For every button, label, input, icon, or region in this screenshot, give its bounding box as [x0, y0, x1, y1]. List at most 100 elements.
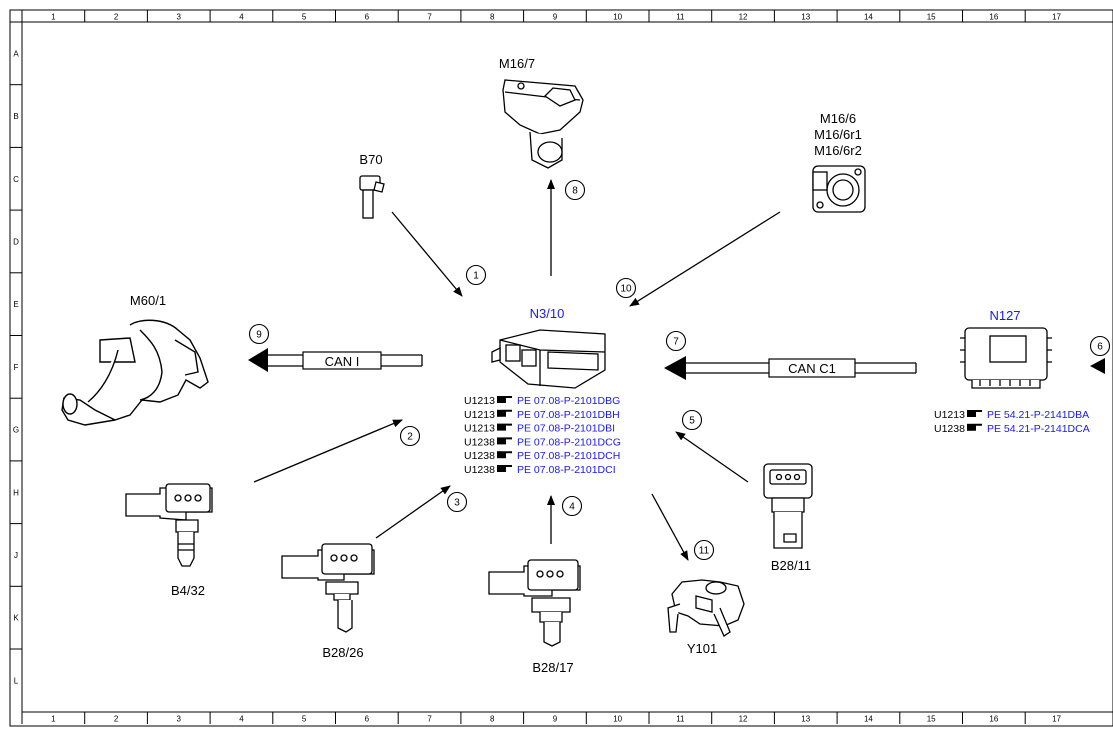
svg-text:11: 11 [699, 546, 710, 557]
turbocharger-icon [61, 319, 209, 426]
grid-column-label: 13 [801, 715, 810, 724]
arrow-number-1: 1 [465, 264, 487, 286]
grid-column-label: 14 [864, 715, 873, 724]
reference-link[interactable]: PE 07.08-P-2101DBG [517, 395, 620, 407]
n127-reference-list: U1213 PE 54.21-P-2141DBA U1238 PE 54.21-P-2… [934, 409, 1090, 435]
label-m16-6r1: M16/6r1 [814, 127, 862, 142]
n3-10-reference-list: U1213 PE 07.08-P-2101DBG U1213 PE 07.08-P-2… [464, 395, 621, 476]
label-b28-26: B28/26 [322, 645, 363, 660]
arrow-number-8: 8 [564, 179, 586, 201]
grid-column-label: 9 [553, 13, 558, 22]
grid-row-label: G [13, 426, 19, 435]
svg-text:2: 2 [407, 432, 413, 443]
grid-column-label: 11 [676, 13, 685, 22]
label-b4-32: B4/32 [171, 583, 205, 598]
reference-link[interactable]: PE 07.08-P-2101DCI [517, 464, 616, 476]
reference-link[interactable]: PE 07.08-P-2101DCG [517, 436, 621, 448]
bus-can-c1: CAN C1 [664, 356, 917, 380]
reference-code: U1213 [934, 409, 965, 421]
bus-label-can-i: CAN I [325, 354, 360, 369]
pointing-hand-icon [497, 465, 512, 472]
grid-column-label: 10 [613, 13, 622, 22]
grid-column-label: 6 [365, 715, 370, 724]
reference-code: U1238 [934, 423, 965, 435]
grid-column-label: 5 [302, 13, 307, 22]
bus-can-i: CAN I [248, 348, 423, 372]
pointing-hand-icon [497, 423, 512, 431]
grid-column-label: 10 [613, 715, 622, 724]
pressure-sensor-b28-17-icon [488, 559, 581, 647]
grid-row-label: L [14, 676, 19, 685]
label-m16-6: M16/6 [820, 111, 856, 126]
grid-column-label: 3 [177, 13, 182, 22]
label-m16-7: M16/7 [499, 56, 535, 71]
arrow-number-6: 6 [1089, 335, 1111, 357]
grid-row-label: B [13, 112, 18, 121]
arrow-11 [651, 493, 689, 561]
bus-label-can-c1: CAN C1 [788, 361, 836, 376]
pressure-sensor-b28-26-icon [281, 543, 375, 633]
svg-text:4: 4 [569, 502, 575, 513]
grid-column-label: 12 [739, 715, 748, 724]
grid-row-label: A [13, 49, 19, 58]
grid-column-label: 16 [989, 715, 998, 724]
signal-arrows [253, 179, 781, 561]
label-m16-6r2: M16/6r2 [814, 143, 862, 158]
svg-text:1: 1 [473, 271, 479, 282]
label-n127[interactable]: N127 [989, 308, 1020, 323]
arrow-5 [675, 431, 749, 483]
grid-column-label: 2 [114, 13, 119, 22]
grid-column-label: 4 [239, 715, 244, 724]
label-n3-10[interactable]: N3/10 [530, 306, 565, 321]
grid-column-label: 8 [490, 715, 495, 724]
label-b70: B70 [359, 152, 382, 167]
drawing-frame [9, 9, 1113, 727]
valve-y101-icon [667, 579, 745, 637]
reference-link[interactable]: PE 07.08-P-2101DCH [517, 450, 620, 462]
arrow-number-3: 3 [446, 491, 468, 513]
grid-column-label: 16 [989, 13, 998, 22]
reference-link[interactable]: PE 54.21-P-2141DBA [987, 409, 1089, 421]
arrow-number-4: 4 [561, 495, 583, 517]
pointing-hand-icon [497, 396, 512, 403]
throttle-actuator-icon [502, 79, 584, 169]
arrow-3 [375, 485, 451, 539]
svg-text:7: 7 [673, 337, 679, 348]
reference-code: U1238 [464, 436, 495, 448]
arrow-10 [629, 211, 781, 307]
grid-column-label: 8 [490, 13, 495, 22]
reference-code: U1213 [464, 409, 495, 421]
bus-arrow-partial [1090, 358, 1105, 374]
crankshaft-sensor-icon [359, 175, 385, 219]
reference-link[interactable]: PE 07.08-P-2101DBH [517, 409, 620, 421]
grid-column-label: 12 [739, 13, 748, 22]
grid-column-label: 6 [365, 13, 370, 22]
reference-link[interactable]: PE 54.21-P-2141DCA [987, 423, 1090, 435]
arrow-number-5: 5 [681, 409, 703, 431]
grid-column-label: 9 [553, 715, 558, 724]
grid-column-label: 14 [864, 13, 873, 22]
arrow-number-2: 2 [399, 425, 421, 447]
grid-column-label: 11 [676, 715, 685, 724]
throttle-valve-icon [812, 165, 866, 213]
arrow-number-11: 11 [693, 539, 715, 561]
grid-row-label: D [13, 237, 19, 246]
grid-row-label: K [13, 614, 19, 623]
grid-column-label: 7 [427, 715, 432, 724]
pointing-hand-icon [967, 410, 982, 417]
grid-row-label: F [14, 363, 19, 372]
pointing-hand-icon [967, 423, 982, 431]
grid-column-label: 2 [114, 715, 119, 724]
grid-column-label: 3 [177, 715, 182, 724]
grid-row-label: H [13, 488, 19, 497]
grid-row-label: J [14, 551, 18, 560]
arrow-number-7: 7 [665, 330, 687, 352]
svg-text:10: 10 [620, 284, 632, 295]
grid-column-label: 17 [1052, 715, 1061, 724]
reference-link[interactable]: PE 07.08-P-2101DBI [517, 423, 615, 435]
reference-code: U1213 [464, 395, 495, 407]
